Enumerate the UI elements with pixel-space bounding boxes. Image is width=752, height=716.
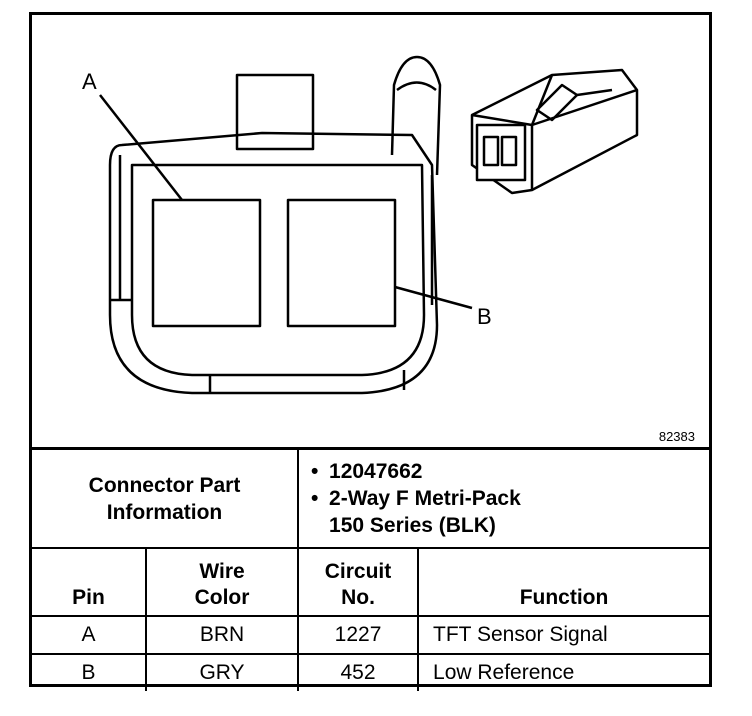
connector-pinout-table: Connector Part Information •12047662 •2-… bbox=[32, 450, 710, 691]
connector-part-info-values: •12047662 •2-Way F Metri-Pack 150 Series… bbox=[297, 450, 710, 549]
table-row: B GRY 452 Low Reference bbox=[32, 653, 710, 691]
connector-body-outer bbox=[108, 131, 439, 395]
table-row: A BRN 1227 TFT Sensor Signal bbox=[32, 615, 710, 655]
connector-3d-view bbox=[470, 68, 639, 195]
callout-a-leader bbox=[99, 94, 183, 201]
connector-top-tab bbox=[235, 73, 315, 151]
header-function: Function bbox=[417, 547, 710, 617]
part-number: 12047662 bbox=[329, 460, 423, 483]
part-number-item: •12047662 bbox=[311, 460, 423, 483]
connector-part-info-label: Connector Part Information bbox=[32, 450, 300, 549]
description-item: •2-Way F Metri-Pack bbox=[311, 487, 521, 510]
connector-body-inner bbox=[130, 163, 426, 377]
callout-b-leader bbox=[394, 285, 473, 310]
connector-diagram: A B 82383 bbox=[32, 15, 709, 450]
wire-color-cell: BRN bbox=[144, 615, 300, 655]
circuit-cell: 452 bbox=[297, 653, 420, 691]
header-pin: Pin bbox=[32, 547, 147, 617]
figure-number: 82383 bbox=[658, 429, 695, 444]
pin-cell: B bbox=[32, 653, 147, 691]
callout-a-label: A bbox=[82, 69, 97, 94]
connector-illustration: A B bbox=[82, 55, 639, 395]
locking-lever bbox=[390, 55, 442, 176]
circuit-cell: 1227 bbox=[297, 615, 420, 655]
connector-info-card: A B 82383 Connector Part Information •12… bbox=[29, 12, 712, 691]
description-item-cont: 150 Series (BLK) bbox=[329, 512, 709, 539]
wire-color-cell: GRY bbox=[144, 653, 300, 691]
connector-part-info-row: Connector Part Information •12047662 •2-… bbox=[32, 450, 710, 549]
function-cell: Low Reference bbox=[417, 653, 710, 691]
cavity-a bbox=[151, 198, 262, 328]
description-line-2: 150 Series (BLK) bbox=[329, 514, 496, 537]
pin-cell: A bbox=[32, 615, 147, 655]
function-cell: TFT Sensor Signal bbox=[417, 615, 710, 655]
cavity-b bbox=[286, 198, 397, 328]
callout-b-label: B bbox=[477, 304, 492, 329]
description-line-1: 2-Way F Metri-Pack bbox=[329, 487, 521, 510]
